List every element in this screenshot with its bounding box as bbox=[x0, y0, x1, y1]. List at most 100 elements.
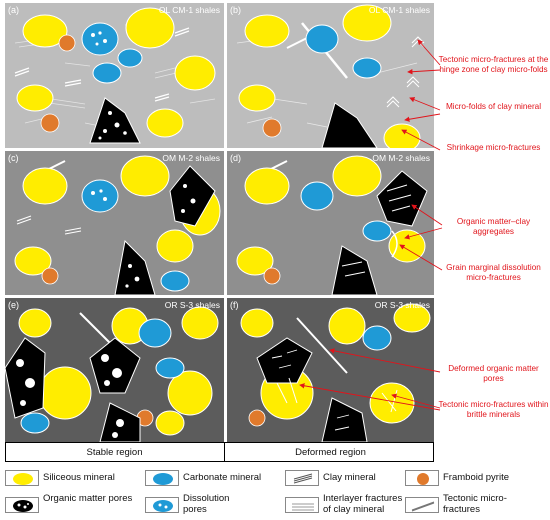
annotation-shrinkage: Shrinkage micro-fractures bbox=[446, 143, 541, 152]
siliceous-grain bbox=[240, 308, 274, 338]
panel-b: (b) OL CM-1 shales bbox=[227, 3, 434, 148]
siliceous-grain bbox=[14, 246, 52, 276]
pyrite-swatch bbox=[405, 470, 439, 486]
organic-matter bbox=[321, 102, 378, 148]
legend-interlayer: Interlayer fractures of clay mineral bbox=[285, 493, 405, 517]
dissolution-fracture bbox=[391, 230, 398, 258]
carbonate-grain bbox=[81, 22, 119, 56]
sample-title: OL CM-1 shales bbox=[158, 5, 220, 15]
siliceous-grain bbox=[38, 366, 92, 420]
legend-label: Tectonic micro-fractures bbox=[443, 493, 507, 515]
carbonate-grain bbox=[117, 48, 143, 68]
sample-title: OM M-2 shales bbox=[372, 153, 430, 163]
panel-c-drawing bbox=[14, 155, 221, 295]
legend-label: Clay mineral bbox=[323, 472, 376, 483]
framboid-pyrite bbox=[40, 113, 60, 133]
legend-label: Interlayer fractures of clay mineral bbox=[323, 493, 403, 515]
legend-pyrite: Framboid pyrite bbox=[405, 466, 545, 490]
panel-label: (b) bbox=[230, 5, 241, 15]
panel-a: (a) OL CM-1 shales bbox=[5, 3, 224, 148]
siliceous-grain bbox=[328, 307, 366, 345]
siliceous-grain bbox=[146, 108, 184, 138]
siliceous-grain bbox=[342, 4, 392, 42]
carbonate-grain bbox=[362, 220, 392, 242]
carbonate-swatch bbox=[145, 470, 179, 486]
legend-label: Organic matter pores bbox=[43, 493, 133, 504]
organic-pores bbox=[16, 354, 124, 438]
siliceous-grain bbox=[16, 84, 54, 112]
clay-swatch bbox=[285, 470, 319, 486]
siliceous-grain bbox=[244, 14, 290, 48]
siliceous-grain bbox=[125, 7, 175, 49]
siliceous-grain bbox=[22, 167, 68, 205]
carbonate-grain bbox=[362, 325, 392, 351]
siliceous-grain bbox=[167, 370, 213, 416]
organic-matter-clay-aggregate bbox=[376, 170, 428, 227]
annotation-grain-dissolution: Grain marginal dissolution micro-fractur… bbox=[446, 263, 541, 282]
panel-label: (e) bbox=[8, 300, 19, 310]
legend-label: Siliceous mineral bbox=[43, 472, 115, 483]
legend: Siliceous mineral Carbonate mineral Clay… bbox=[5, 466, 546, 518]
clay-minerals bbox=[16, 215, 82, 235]
panel-label: (c) bbox=[8, 153, 19, 163]
brittle-fractures bbox=[276, 377, 398, 413]
legend-clay: Clay mineral bbox=[285, 466, 405, 490]
siliceous-grain bbox=[181, 306, 219, 340]
organic-matter bbox=[331, 245, 378, 295]
siliceous-grain bbox=[18, 308, 52, 338]
siliceous-grain bbox=[332, 155, 382, 197]
siliceous-grain bbox=[383, 123, 421, 148]
region-divider bbox=[224, 442, 225, 462]
tectonic-fracture bbox=[79, 312, 111, 344]
tectonic-swatch bbox=[405, 497, 439, 513]
region-frame bbox=[5, 442, 434, 462]
legend-om-pores: Organic matter pores bbox=[5, 493, 145, 517]
siliceous-grain bbox=[22, 14, 68, 48]
clay-minerals bbox=[14, 27, 190, 102]
panel-a-drawing bbox=[14, 7, 216, 144]
siliceous-grain bbox=[156, 229, 194, 263]
carbonate-grain bbox=[138, 318, 172, 348]
sample-title: OR S-3 shales bbox=[164, 300, 220, 310]
framboid-pyrite bbox=[262, 118, 282, 138]
legend-dissolution: Dissolution pores bbox=[145, 493, 285, 517]
siliceous-grain bbox=[236, 246, 274, 276]
panel-label: (f) bbox=[230, 300, 239, 310]
siliceous-grain bbox=[369, 382, 415, 424]
annotation-deformed-pores: Deformed organic matter pores bbox=[448, 364, 539, 383]
carbonate-grain bbox=[305, 24, 339, 54]
clay-in-aggregate bbox=[341, 184, 412, 277]
annotation-brittle-fractures: Tectonic micro-fractures within brittle … bbox=[438, 400, 549, 419]
panel-d: (d) OM M-2 shales bbox=[227, 151, 434, 295]
annotation-micro-folds: Micro-folds of clay mineral bbox=[445, 102, 542, 111]
annotation-om-clay: Organic matter–clay aggregates bbox=[456, 217, 531, 236]
sample-title: OL CM-1 shales bbox=[368, 5, 430, 15]
organic-pores bbox=[98, 111, 127, 140]
siliceous-grain bbox=[174, 55, 216, 91]
panel-d-drawing bbox=[236, 155, 428, 295]
siliceous-grain bbox=[393, 303, 431, 333]
stable-region-label: Stable region bbox=[86, 447, 143, 458]
carbonate-grain bbox=[155, 357, 185, 379]
annotation-hinge-fractures: Tectonic micro-fractures at the hinge zo… bbox=[438, 55, 549, 74]
siliceous-grain bbox=[238, 84, 276, 112]
organic-pores bbox=[125, 184, 196, 288]
siliceous-grain bbox=[155, 410, 185, 436]
organic-matter bbox=[89, 337, 141, 394]
organic-matter bbox=[256, 337, 313, 384]
organic-matter bbox=[321, 397, 368, 442]
legend-label: Framboid pyrite bbox=[443, 472, 509, 483]
panel-b-drawing bbox=[236, 4, 425, 148]
legend-label: Dissolution pores bbox=[183, 493, 230, 515]
om-pores-swatch bbox=[5, 497, 39, 513]
panel-f-drawing bbox=[240, 303, 431, 442]
panel-label: (d) bbox=[230, 153, 241, 163]
framboid-pyrite bbox=[58, 34, 76, 52]
siliceous-swatch bbox=[5, 470, 39, 486]
sample-title: OM M-2 shales bbox=[162, 153, 220, 163]
carbonate-grain bbox=[81, 179, 119, 213]
legend-label: Carbonate mineral bbox=[183, 472, 262, 483]
siliceous-grain bbox=[244, 167, 290, 205]
framboid-pyrite bbox=[263, 267, 281, 285]
